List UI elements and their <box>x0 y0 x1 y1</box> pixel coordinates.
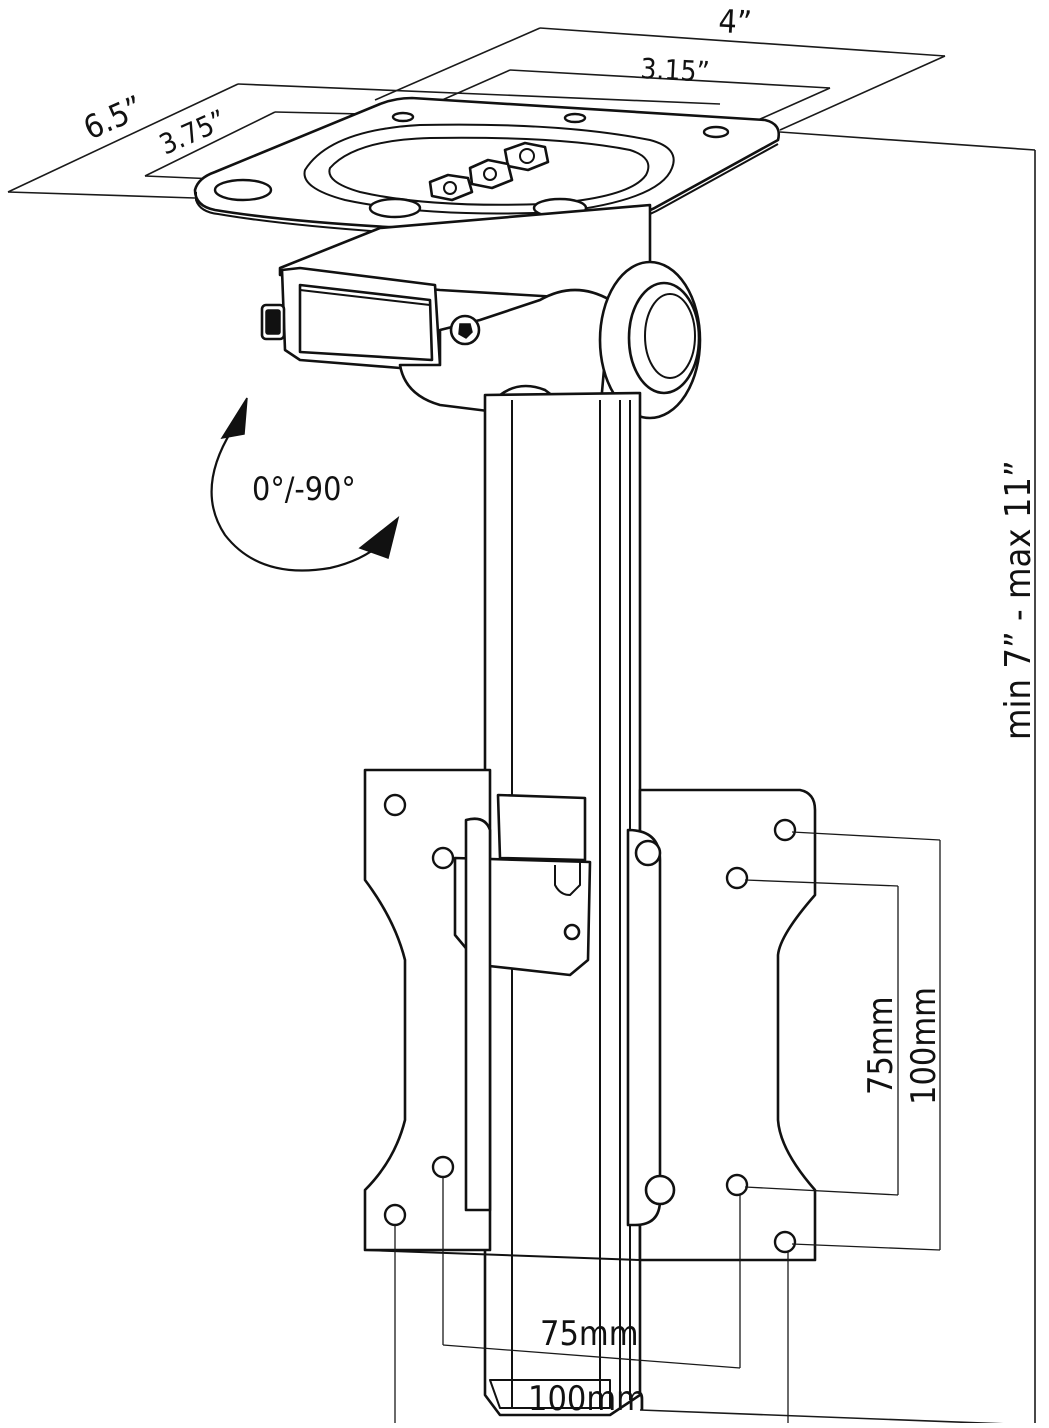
top-dimension-lines <box>7 27 1036 1426</box>
dimension-label-top-width-inner: 3.15” <box>640 52 711 89</box>
dimension-label-height-range: min 7” - max 11” <box>998 460 1039 740</box>
vesa-label-vertical-large: 100mm <box>904 987 944 1105</box>
vesa-label-horizontal-large: 100mm <box>528 1379 646 1419</box>
vesa-label-vertical-small: 75mm <box>861 996 901 1095</box>
upper-bracket <box>260 203 702 436</box>
vesa-label-horizontal-small: 75mm <box>540 1314 639 1354</box>
pole-clamp <box>453 793 676 1227</box>
rotation-arrow-icon <box>210 397 400 572</box>
ceiling-plate <box>193 96 780 237</box>
dimension-label-side-depth-outer: 6.5” <box>78 88 149 147</box>
dimension-label-top-width-outer: 4” <box>718 2 753 42</box>
vesa-dimension-lines <box>394 831 941 1428</box>
rotation-label: 0°/-90° <box>252 470 356 508</box>
